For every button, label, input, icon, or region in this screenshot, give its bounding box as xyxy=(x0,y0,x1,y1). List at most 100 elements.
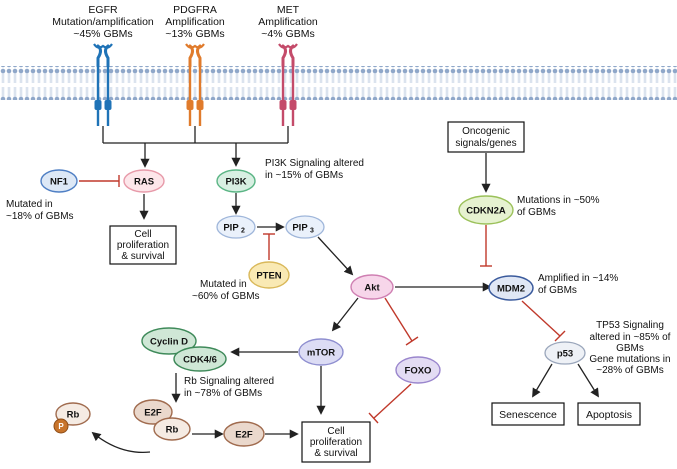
akt-node: Akt xyxy=(350,274,394,300)
e2f-free-node: E2F xyxy=(223,421,265,447)
svg-text:Cyclin D: Cyclin D xyxy=(150,337,188,348)
cdkn2a-inhibits-mdm2 xyxy=(480,225,492,267)
mdm2-annotation-line1: Amplified in ~14% xyxy=(538,273,618,284)
svg-text:GBMs: GBMs xyxy=(616,343,644,354)
arrow-p53-to-apoptosis xyxy=(577,363,599,398)
svg-text:Rb: Rb xyxy=(67,410,80,421)
pten-annotation-line1: Mutated in xyxy=(200,279,247,290)
senescence-box: Senescence xyxy=(491,402,565,426)
nf1-inhibits-ras xyxy=(79,175,120,187)
e2f-rb-complex: E2F Rb xyxy=(133,399,191,441)
tp53-annotation: TP53 Signaling altered in ~85% of GBMs G… xyxy=(589,320,670,376)
svg-text:2: 2 xyxy=(241,228,245,235)
svg-text:proliferation: proliferation xyxy=(310,437,362,448)
p53-node: p53 xyxy=(544,341,586,365)
cyclin-d-node: Cyclin D xyxy=(141,327,197,355)
svg-text:& survival: & survival xyxy=(121,251,164,262)
svg-text:~13% GBMs: ~13% GBMs xyxy=(165,28,224,40)
svg-text:Apoptosis: Apoptosis xyxy=(586,409,632,421)
cdkn2a-annotation-line2: of GBMs xyxy=(517,207,556,218)
pi3k-node: PI3K xyxy=(216,169,256,193)
svg-text:RAS: RAS xyxy=(134,177,154,188)
svg-text:NF1: NF1 xyxy=(50,177,69,188)
mdm2-annotation-line2: of GBMs xyxy=(538,285,577,296)
foxo-inhibits-prolif xyxy=(368,383,412,424)
svg-text:3: 3 xyxy=(310,228,314,235)
mdm2-inhibits-p53 xyxy=(521,300,566,342)
pi3k-annotation-line2: in ~15% of GBMs xyxy=(265,170,343,181)
svg-text:Rb: Rb xyxy=(166,425,179,436)
svg-text:Gene mutations in: Gene mutations in xyxy=(589,354,670,365)
svg-text:P: P xyxy=(58,422,64,431)
svg-text:~4% GBMs: ~4% GBMs xyxy=(261,28,314,40)
receptor-pdgfra-label: PDGFRA Amplification ~13% GBMs xyxy=(165,4,225,40)
svg-text:~28% of GBMs: ~28% of GBMs xyxy=(596,365,664,376)
pten-annotation-line2: ~60% of GBMs xyxy=(192,291,260,302)
oncogenic-box: Oncogenic signals/genes xyxy=(447,121,525,153)
pdgfra-receptor-icon xyxy=(185,43,205,126)
met-receptor-icon xyxy=(278,43,298,126)
svg-text:Senescence: Senescence xyxy=(499,409,557,421)
foxo-node: FOXO xyxy=(395,356,441,384)
cdk46-node: CDK4/6 xyxy=(173,346,227,372)
cdkn2a-node: CDKN2A xyxy=(458,195,514,225)
svg-text:CDK4/6: CDK4/6 xyxy=(183,355,217,366)
rb-release-arrow xyxy=(91,431,151,454)
svg-text:Amplification: Amplification xyxy=(165,16,225,28)
ras-node: RAS xyxy=(123,169,165,193)
svg-text:PIP: PIP xyxy=(223,223,239,234)
egfr-receptor-icon xyxy=(93,43,113,126)
arrow-pip3-to-akt xyxy=(317,236,354,276)
pip2-node: PIP 2 xyxy=(216,215,256,239)
receptor-bracket xyxy=(102,126,289,144)
svg-text:mTOR: mTOR xyxy=(307,348,335,359)
pip3-node: PIP 3 xyxy=(285,215,325,239)
svg-text:MET: MET xyxy=(277,4,300,16)
svg-text:PI3K: PI3K xyxy=(225,177,246,188)
receptor-egfr-label: EGFR Mutation/amplification ~45% GBMs xyxy=(52,4,154,40)
svg-text:CDKN2A: CDKN2A xyxy=(466,206,506,217)
cell-membrane xyxy=(0,66,677,100)
rb-annotation-line1: Rb Signaling altered xyxy=(184,376,274,387)
mtor-node: mTOR xyxy=(298,338,344,366)
svg-text:PDGFRA: PDGFRA xyxy=(173,4,217,16)
svg-text:proliferation: proliferation xyxy=(117,240,169,251)
svg-text:FOXO: FOXO xyxy=(405,366,432,377)
svg-text:~45% GBMs: ~45% GBMs xyxy=(73,28,132,40)
phosphate-icon: P xyxy=(53,418,69,434)
apoptosis-box: Apoptosis xyxy=(577,402,641,426)
mdm2-node: MDM2 xyxy=(488,275,534,301)
svg-text:E2F: E2F xyxy=(144,408,162,419)
svg-text:Oncogenic: Oncogenic xyxy=(462,126,510,137)
svg-text:p53: p53 xyxy=(557,349,573,360)
nf1-annotation-line1: Mutated in xyxy=(6,199,53,210)
svg-text:Amplification: Amplification xyxy=(258,16,318,28)
svg-text:PIP: PIP xyxy=(292,223,308,234)
receptor-met-label: MET Amplification ~4% GBMs xyxy=(258,4,318,40)
svg-text:EGFR: EGFR xyxy=(88,4,118,16)
cell-prolif-box-2: Cell proliferation & survival xyxy=(301,421,371,463)
pten-inhibits-conversion xyxy=(263,233,275,260)
svg-text:MDM2: MDM2 xyxy=(497,284,525,295)
cell-prolif-box-1: Cell proliferation & survival xyxy=(109,225,177,265)
svg-text:& survival: & survival xyxy=(314,448,357,459)
svg-text:E2F: E2F xyxy=(235,430,253,441)
arrow-p53-to-senescence xyxy=(532,363,553,398)
svg-text:Akt: Akt xyxy=(364,283,380,294)
svg-text:Cell: Cell xyxy=(327,426,344,437)
cdkn2a-annotation-line1: Mutations in ~50% xyxy=(517,195,600,206)
nf1-annotation-line2: ~18% of GBMs xyxy=(6,211,74,222)
rb-annotation-line2: in ~78% of GBMs xyxy=(184,388,262,399)
svg-text:Mutation/amplification: Mutation/amplification xyxy=(52,16,154,28)
svg-text:altered in ~85% of: altered in ~85% of xyxy=(590,332,671,343)
pten-node: PTEN xyxy=(248,261,290,289)
pi3k-annotation-line1: PI3K Signaling altered xyxy=(265,158,364,169)
svg-text:signals/genes: signals/genes xyxy=(455,138,516,149)
svg-text:PTEN: PTEN xyxy=(256,271,281,282)
akt-inhibits-foxo xyxy=(384,297,419,346)
arrow-akt-to-mtor xyxy=(331,297,359,332)
nf1-node: NF1 xyxy=(40,169,78,193)
svg-text:TP53 Signaling: TP53 Signaling xyxy=(596,320,664,331)
svg-text:Cell: Cell xyxy=(134,229,151,240)
